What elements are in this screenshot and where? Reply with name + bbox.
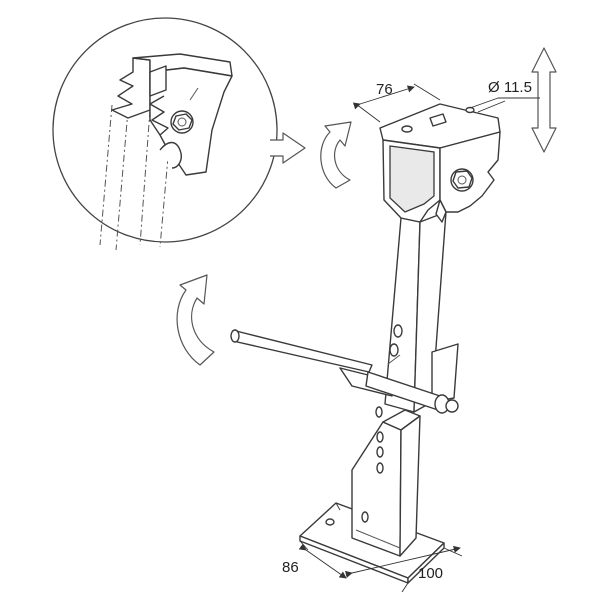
head-bolt-icon bbox=[450, 168, 474, 192]
outer-post bbox=[384, 211, 459, 413]
dimension-base-width: 100 bbox=[345, 545, 463, 593]
dimension-hole-label: Ø 11.5 bbox=[488, 79, 532, 96]
head-bracket bbox=[379, 103, 501, 223]
inner-tube bbox=[351, 406, 421, 557]
dimension-76-label: 76 bbox=[376, 81, 393, 98]
rotate-arrow-upper-icon bbox=[320, 121, 352, 189]
dimension-hole-diameter: Ø 11.5 bbox=[469, 79, 540, 113]
dimension-base-depth: 86 bbox=[282, 502, 347, 579]
detail-magnifier bbox=[52, 17, 278, 251]
crank-collar bbox=[339, 367, 459, 414]
dimension-86-label: 86 bbox=[282, 559, 299, 576]
dimension-width-top: 76 bbox=[352, 81, 441, 123]
rotate-arrow-lower-icon bbox=[176, 274, 215, 366]
crank-handle bbox=[230, 329, 373, 373]
pointer-arrow-icon bbox=[270, 132, 306, 164]
vertical-adjust-arrow-icon bbox=[531, 47, 557, 153]
bolt-icon bbox=[170, 110, 194, 134]
dimension-100-label: 100 bbox=[418, 565, 443, 582]
